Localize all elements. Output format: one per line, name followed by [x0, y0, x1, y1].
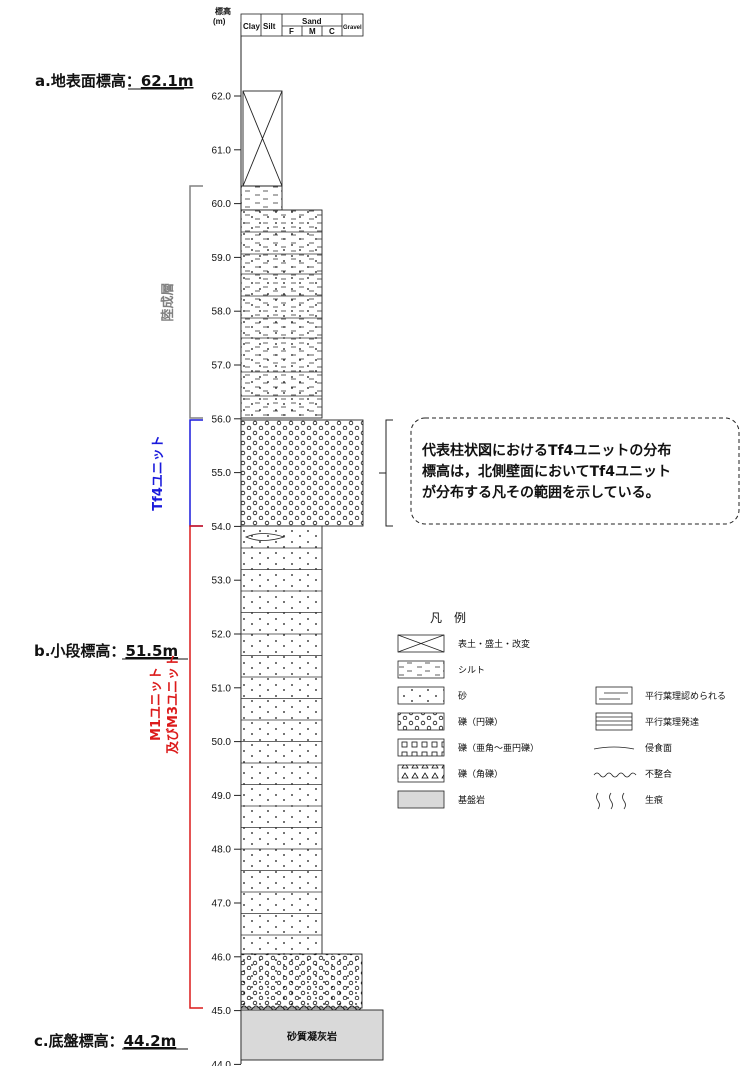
header-sand-f: F: [289, 27, 294, 36]
axis-unit: (m): [213, 17, 226, 26]
legend-label-subangular-gravel: 礫（亜角～亜円礫）: [458, 742, 539, 754]
axis-tick-label: 48.0: [212, 845, 232, 856]
axis-tick-label: 60.0: [212, 199, 232, 210]
axis-tick-label: 49.0: [212, 791, 232, 802]
subangular-gravel-icon: [397, 738, 445, 757]
dense-lamina-icon: [595, 712, 633, 731]
m1-label-2: 及びM3ユニット: [166, 654, 181, 754]
silt-pattern-icon: [397, 660, 445, 679]
axis-tick-label: 57.0: [212, 361, 232, 372]
axis-tick-label: 52.0: [212, 630, 232, 641]
angular-gravel-icon: [397, 764, 445, 783]
cross-box-icon: [397, 634, 445, 653]
elevation-axis: 標高 (m) 62.0 61.0 60.0 59.0 58.0 57.0 56.0 55.0 5…: [212, 6, 242, 1066]
axis-tick-label: 50.0: [212, 737, 232, 748]
axis-tick-label: 61.0: [212, 145, 232, 156]
legend-label-bedrock: 基盤岩: [458, 794, 485, 806]
layer-gravel-sand-bottom: [240, 953, 363, 1009]
legend-label-dense-lamina: 平行葉理発達: [645, 716, 699, 728]
layer-silt-top: [240, 185, 283, 211]
legend-label-angular-gravel: 礫（角礫）: [458, 768, 503, 780]
note-line-1: 代表柱状図におけるTf4ユニットの分布: [421, 442, 671, 459]
elevation-labels: a.地表面標高：62.1m b.小段標高：51.5m c.底盤標高：44.2m: [34, 72, 193, 1050]
layer-sand-silt: [240, 209, 323, 419]
axis-tick-label: 62.0: [212, 92, 232, 103]
bedrock-icon: [397, 790, 445, 809]
layer-fill: [242, 90, 283, 187]
header-sand: Sand: [302, 17, 322, 26]
trace-fossil-icon: [596, 792, 626, 810]
layer-round-gravel: [240, 419, 364, 527]
axis-tick-label: 58.0: [212, 307, 232, 318]
layer-bedrock: 砂質凝灰岩: [240, 1009, 384, 1061]
legend-label-sand: 砂: [458, 690, 467, 702]
tf4-label: Tf4ユニット: [151, 435, 166, 511]
grain-size-header: Clay Silt Sand F M C Gravel: [240, 13, 364, 37]
header-gravel: Gravel: [343, 25, 362, 31]
surface-elevation-label: a.地表面標高：62.1m: [35, 72, 193, 90]
legend-label-round-gravel: 礫（円礫）: [458, 716, 503, 728]
axis-tick-label: 53.0: [212, 576, 232, 587]
layer-sand-m1: [240, 525, 323, 955]
legend-label-unconformity: 不整合: [645, 768, 672, 780]
round-gravel-icon: [397, 712, 445, 731]
unit-bracket-m1: M1ユニット 及びM3ユニット: [149, 525, 203, 1009]
legend-title: 凡 例: [430, 611, 466, 625]
axis-tick-label: 54.0: [212, 522, 232, 533]
legend: 凡 例 表土・盛土・改変 シルト 砂 礫（円礫） 礫（亜角～亜円礫） 礫（角礫）…: [397, 611, 726, 810]
axis-title: 標高: [215, 6, 231, 16]
base-elevation-label: c.底盤標高：44.2m: [34, 1032, 176, 1050]
note-line-2: 標高は，北側壁面においてTf4ユニット: [422, 463, 671, 480]
unconformity-icon: [593, 772, 637, 778]
legend-label-silt: シルト: [458, 666, 485, 676]
axis-ticks: 62.0 61.0 60.0 59.0 58.0 57.0 56.0 55.0 54.0 53.0…: [212, 92, 241, 1066]
axis-tick-label: 47.0: [212, 899, 232, 910]
header-sand-c: C: [329, 27, 335, 36]
column-layers: 砂質凝灰岩: [240, 90, 384, 1061]
sand-pattern-icon: [397, 686, 445, 705]
axis-tick-label: 44.0: [212, 1060, 232, 1066]
m1-label-1: M1ユニット: [149, 667, 164, 741]
erosion-surface-icon: [593, 746, 635, 750]
axis-tick-label: 45.0: [212, 1006, 232, 1017]
note-line-3: が分布する凡その範囲を示している。: [422, 484, 660, 501]
legend-label-trace-fossil: 生痕: [645, 794, 663, 806]
unit-bracket-rikusei: 陸成層: [160, 185, 203, 419]
unit-bracket-tf4: Tf4ユニット: [151, 419, 203, 527]
axis-tick-label: 56.0: [212, 414, 232, 425]
legend-label-parallel-lamina: 平行葉理認められる: [645, 690, 726, 702]
parallel-lamina-icon: [595, 686, 633, 705]
legend-label-erosion: 侵食面: [645, 742, 672, 754]
header-silt: Silt: [263, 22, 276, 31]
axis-tick-label: 55.0: [212, 468, 232, 479]
header-clay: Clay: [243, 22, 260, 31]
legend-label-fill: 表土・盛土・改変: [458, 638, 530, 650]
bedrock-label: 砂質凝灰岩: [286, 1030, 337, 1043]
bench-elevation-label: b.小段標高：51.5m: [34, 642, 178, 660]
header-sand-m: M: [309, 27, 316, 36]
rikusei-label: 陸成層: [160, 282, 176, 321]
axis-tick-label: 59.0: [212, 253, 232, 264]
axis-tick-label: 51.0: [212, 683, 232, 694]
axis-tick-label: 46.0: [212, 952, 232, 963]
tf4-note: 代表柱状図におけるTf4ユニットの分布 標高は，北側壁面においてTf4ユニット …: [379, 417, 740, 527]
